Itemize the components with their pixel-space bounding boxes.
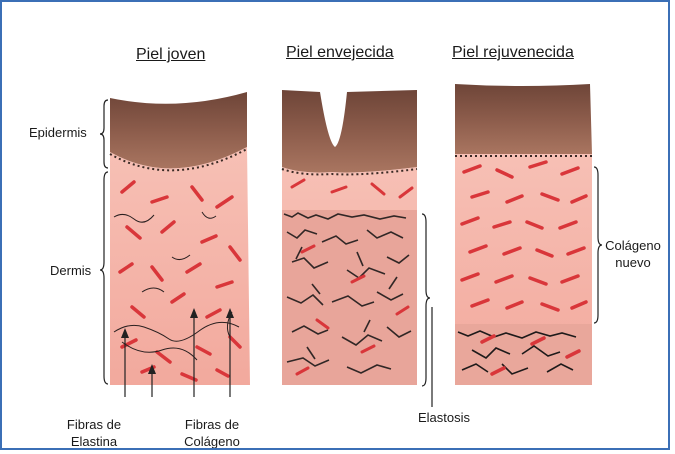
label-elastin-line2: Elastina xyxy=(54,433,134,450)
title-aged-skin: Piel envejecida xyxy=(286,44,394,62)
rejuvenated-epidermis xyxy=(455,84,592,154)
rejuvenated-skin-panel xyxy=(455,84,592,385)
skin-illustration xyxy=(2,2,670,450)
epidermis-bracket xyxy=(100,100,108,168)
title-young-skin: Piel joven xyxy=(136,46,205,64)
label-dermis: Dermis xyxy=(50,262,91,279)
dermis-bracket xyxy=(100,172,108,384)
young-skin-panel xyxy=(110,92,250,385)
label-collagen-line1: Fibras de xyxy=(170,416,254,433)
label-epidermis: Epidermis xyxy=(29,124,87,141)
aged-epidermis xyxy=(282,90,417,172)
label-new-collagen-line2: nuevo xyxy=(600,254,666,271)
label-elastosis: Elastosis xyxy=(418,409,470,426)
label-collagen-fibers: Fibras de Colágeno xyxy=(170,416,254,450)
label-elastin-fibers: Fibras de Elastina xyxy=(54,416,134,450)
label-elastin-line1: Fibras de xyxy=(54,416,134,433)
elastosis-bracket xyxy=(422,214,430,386)
label-collagen-line2: Colágeno xyxy=(170,433,254,450)
title-rejuvenated-skin: Piel rejuvenecida xyxy=(452,44,574,62)
aged-skin-panel xyxy=(282,90,417,385)
label-new-collagen: Colágeno nuevo xyxy=(600,237,666,271)
label-new-collagen-line1: Colágeno xyxy=(600,237,666,254)
